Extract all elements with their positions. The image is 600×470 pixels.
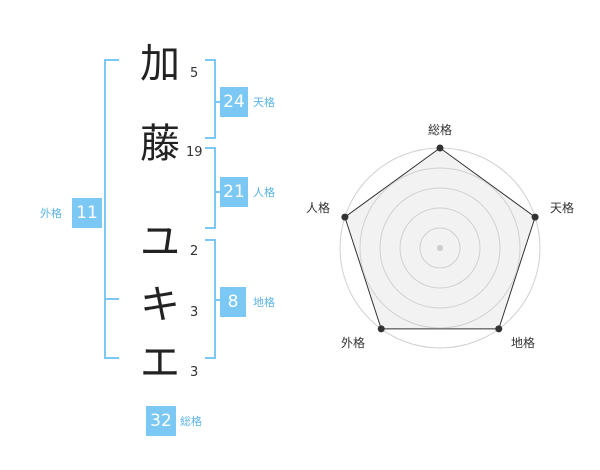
gaikaku-bracket-bottom <box>105 357 119 359</box>
radar-chart <box>339 144 541 349</box>
radar-label-chikaku: 地格 <box>510 336 535 350</box>
tenkaku-label: 天格 <box>253 96 275 109</box>
radar-label-soukaku: 総格 <box>427 123 452 137</box>
radar-grid-circle-4 <box>359 167 521 329</box>
stroke-count-1: 5 <box>190 66 199 81</box>
radar-point-4 <box>341 213 349 221</box>
radar-grid-circle-2 <box>399 207 481 289</box>
name-char-1: 加 <box>140 41 180 87</box>
jinkaku-bracket-top <box>205 147 215 149</box>
chikaku-bracket-top <box>205 239 215 241</box>
jinkaku-label: 人格 <box>253 186 275 199</box>
tenkaku-bracket-vertical <box>214 59 216 139</box>
gaikaku-bracket-middle <box>105 298 119 300</box>
gaikaku-value-badge: 11 <box>72 198 102 228</box>
tenkaku-value-badge: 24 <box>220 87 248 117</box>
tenkaku-bracket-bottom <box>205 137 215 139</box>
radar-point-0 <box>436 144 444 152</box>
radar-point-1 <box>531 213 539 221</box>
name-char-4: キ <box>140 282 180 328</box>
chikaku-bracket-connector <box>214 299 220 301</box>
gaikaku-bracket-top <box>105 59 119 61</box>
tenkaku-bracket-top <box>205 59 215 61</box>
soukaku-value-badge: 32 <box>146 406 176 436</box>
jinkaku-bracket-bottom <box>205 227 215 229</box>
name-char-3: ユ <box>140 219 180 265</box>
radar-label-gaikaku: 外格 <box>340 336 365 350</box>
gaikaku-bracket-vertical <box>104 59 106 359</box>
radar-point-2 <box>495 325 503 333</box>
soukaku-label: 総格 <box>180 415 202 428</box>
gaikaku-label: 外格 <box>40 207 62 220</box>
radar-point-3 <box>377 325 385 333</box>
stroke-count-5: 3 <box>190 365 199 380</box>
radar-center-dot <box>437 245 443 251</box>
radar-label-jinkaku: 人格 <box>305 201 330 215</box>
chikaku-value-badge: 8 <box>220 287 246 317</box>
radar-grid-circle-1 <box>419 227 461 269</box>
name-char-5: エ <box>140 340 180 386</box>
name-char-2: 藤 <box>140 121 180 167</box>
radar-data-polygon <box>344 147 536 330</box>
radar-grid-circle-3 <box>379 187 501 309</box>
chikaku-bracket-bottom <box>205 357 215 359</box>
stroke-count-4: 3 <box>190 305 199 320</box>
stroke-count-2: 19 <box>186 145 203 160</box>
stroke-count-3: 2 <box>190 244 199 259</box>
jinkaku-bracket-connector <box>214 191 220 193</box>
jinkaku-bracket-vertical <box>214 147 216 229</box>
radar-label-tenkaku: 天格 <box>549 201 574 215</box>
chikaku-label: 地格 <box>253 296 275 309</box>
jinkaku-value-badge: 21 <box>220 177 248 207</box>
tenkaku-bracket-connector <box>214 101 220 103</box>
